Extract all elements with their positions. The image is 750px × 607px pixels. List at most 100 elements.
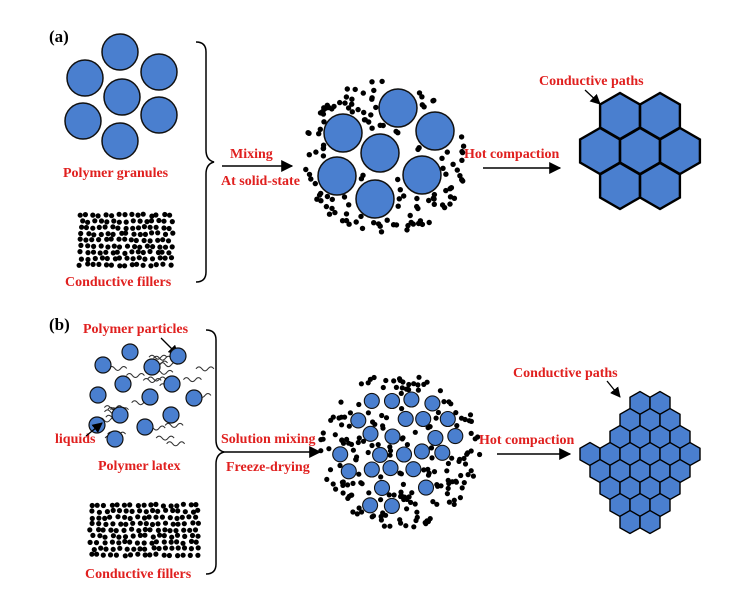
filler-particle xyxy=(90,261,96,267)
polymer-granule xyxy=(103,78,141,116)
filler-particle xyxy=(104,236,110,242)
filler-particle xyxy=(105,244,111,250)
filler-particle xyxy=(379,412,385,419)
filler-particle xyxy=(387,523,393,529)
filler-particle xyxy=(162,211,168,218)
hot-compaction-label: Hot compaction xyxy=(464,147,559,162)
polymer-particle xyxy=(340,463,357,480)
panel-a-label: (a) xyxy=(49,27,69,46)
filler-particle xyxy=(347,410,353,416)
filler-particle xyxy=(102,540,108,546)
filler-particle xyxy=(439,155,445,161)
filler-particle xyxy=(150,244,156,250)
filler-particle xyxy=(129,211,135,217)
polymer-particle xyxy=(363,461,380,478)
filler-particle xyxy=(135,225,142,231)
filler-particle xyxy=(94,502,100,508)
filler-particles-around-particles xyxy=(318,374,483,530)
filler-particle xyxy=(161,218,167,224)
filler-particle xyxy=(83,237,89,243)
filler-particle xyxy=(116,211,122,217)
filler-particle xyxy=(98,243,104,249)
liquid-wave xyxy=(147,376,166,382)
filler-particle xyxy=(89,508,95,514)
filler-particle xyxy=(401,496,407,503)
filler-particle xyxy=(405,386,411,392)
polymer-particle xyxy=(395,446,413,463)
filler-particle xyxy=(431,201,437,207)
filler-particle xyxy=(333,486,339,492)
filler-particle xyxy=(110,507,116,513)
filler-particle xyxy=(118,521,124,527)
filler-particle xyxy=(453,478,459,484)
filler-particle xyxy=(365,380,371,386)
filler-particle xyxy=(175,508,181,514)
polymer-particle xyxy=(405,461,422,478)
filler-particle xyxy=(169,534,175,540)
filler-particle xyxy=(451,497,457,503)
liquid-wave xyxy=(166,441,186,447)
filler-particle xyxy=(431,191,438,198)
filler-particle xyxy=(451,501,457,507)
filler-particle xyxy=(119,230,125,236)
filler-particle xyxy=(459,157,465,163)
filler-particle xyxy=(378,229,385,235)
filler-particle xyxy=(356,435,362,441)
filler-particle xyxy=(114,249,120,255)
filler-particle xyxy=(103,546,109,552)
filler-particle xyxy=(153,514,159,520)
filler-particle xyxy=(344,86,350,92)
arrow-right-icon xyxy=(85,422,103,437)
filler-particle xyxy=(393,384,399,390)
filler-particle xyxy=(398,489,404,495)
filler-particle xyxy=(142,552,148,558)
filler-particle xyxy=(77,212,83,218)
polymer-particle xyxy=(169,347,187,365)
polymer-particle xyxy=(383,497,400,514)
filler-particle xyxy=(149,540,155,546)
filler-particle xyxy=(179,514,185,520)
filler-particle xyxy=(116,508,123,514)
polymer-particle xyxy=(163,375,181,393)
filler-particle xyxy=(324,476,330,482)
filler-particle xyxy=(85,243,91,249)
filler-particle xyxy=(431,97,437,104)
filler-particle xyxy=(135,212,141,218)
filler-particle xyxy=(405,222,411,229)
filler-particle xyxy=(181,527,187,533)
filler-particle xyxy=(447,186,453,192)
filler-particle xyxy=(129,508,135,514)
filler-particle xyxy=(404,442,410,448)
liquid-wave xyxy=(126,373,145,379)
filler-particle xyxy=(160,503,166,509)
filler-particle xyxy=(425,466,431,472)
filler-particle xyxy=(147,552,153,558)
hexagon-cell xyxy=(598,161,642,211)
filler-particle xyxy=(462,461,469,467)
filler-particle xyxy=(144,243,150,249)
filler-particle xyxy=(78,256,84,262)
filler-particle xyxy=(458,472,464,479)
filler-particle xyxy=(391,378,397,384)
filler-particle xyxy=(349,96,355,102)
filler-particle xyxy=(326,446,332,452)
filler-particle xyxy=(85,261,91,267)
filler-particle xyxy=(312,180,318,187)
filler-particle xyxy=(320,145,327,151)
filler-particle xyxy=(89,515,95,522)
filler-particle xyxy=(131,231,137,237)
filler-particle xyxy=(162,244,169,250)
filler-particle xyxy=(337,99,343,106)
filler-particle xyxy=(195,533,201,539)
polymer-particle xyxy=(114,375,132,393)
filler-particle xyxy=(150,534,156,540)
filler-particle xyxy=(340,490,346,496)
polymer-particle xyxy=(88,416,106,434)
filler-particle xyxy=(380,425,386,431)
polymer-particle xyxy=(185,389,203,407)
filler-particle xyxy=(403,523,409,529)
filler-particle xyxy=(135,514,141,520)
filler-particle xyxy=(89,237,95,243)
filler-particle xyxy=(400,379,406,385)
filler-particle xyxy=(459,485,465,491)
